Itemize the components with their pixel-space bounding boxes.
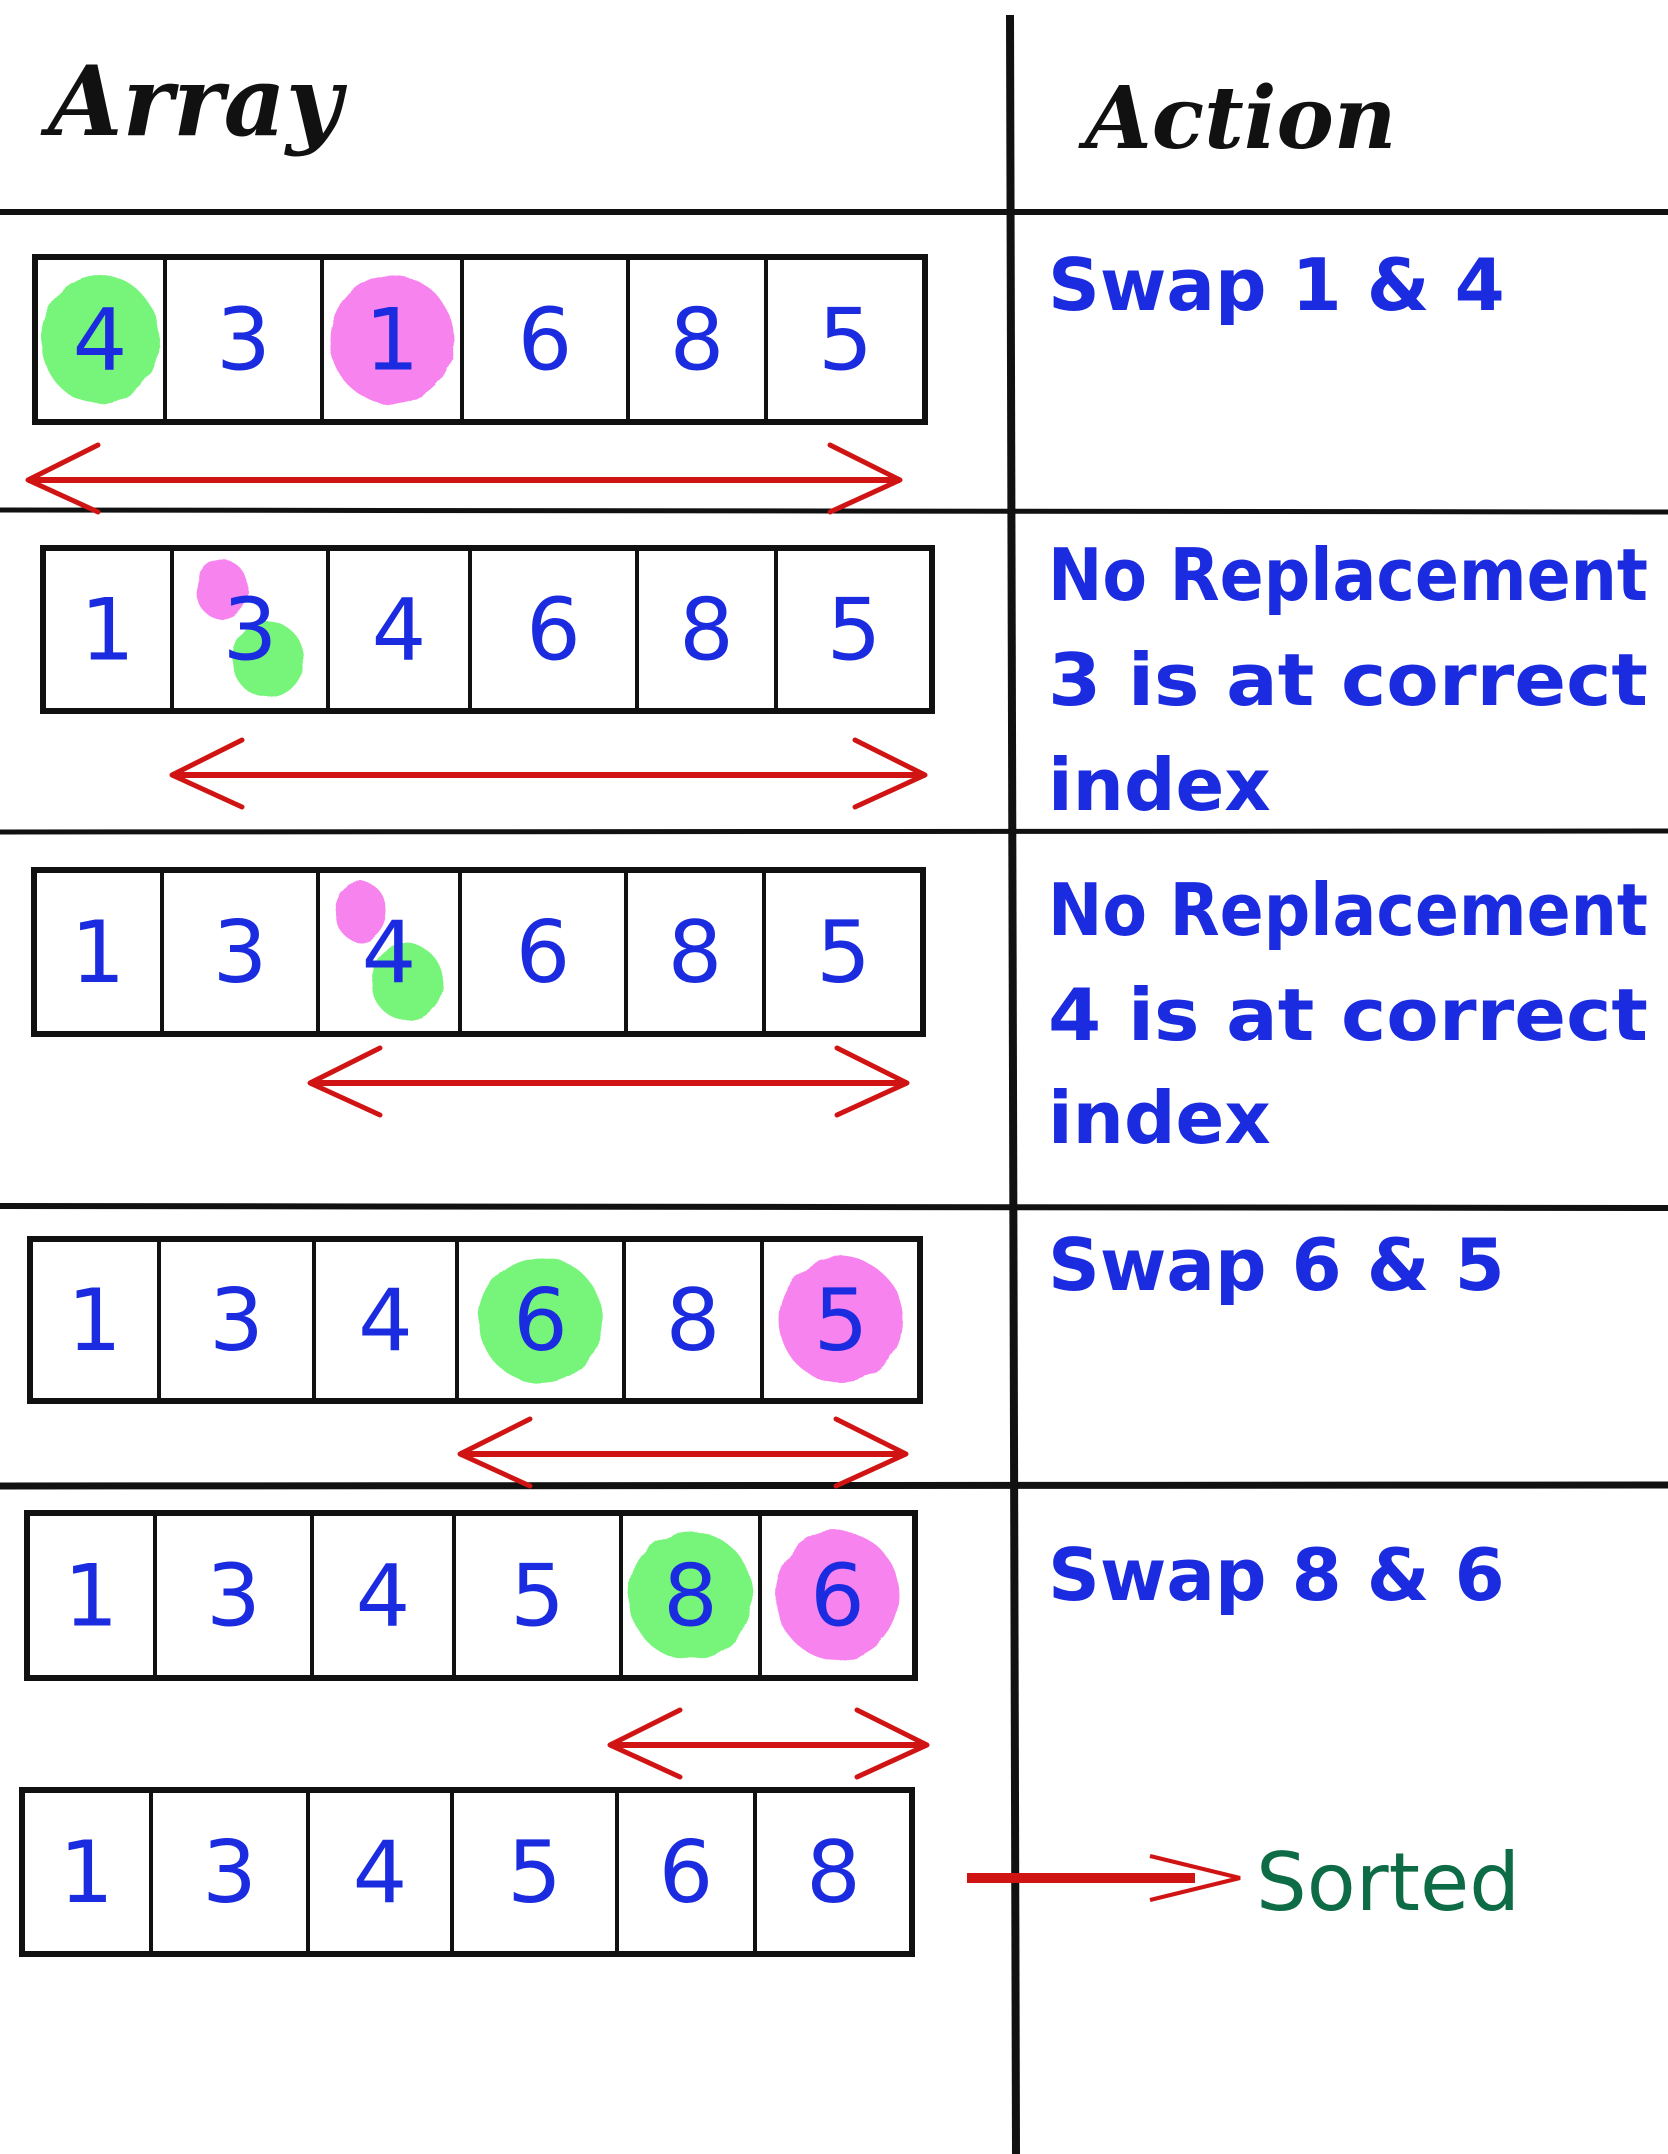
pink-highlight (779, 1257, 903, 1383)
action-header-dot: . (1375, 81, 1389, 128)
arrow-head-right (854, 1707, 930, 1780)
pink-highlight (335, 882, 387, 942)
row-divider (0, 1203, 1668, 1211)
array-cell-value: 5 (818, 291, 873, 391)
action-text: index (1048, 1076, 1271, 1160)
action-text: 4 is at correct (1048, 973, 1648, 1057)
arrow-head-left (607, 1707, 683, 1780)
action-text: No Replacement (1048, 868, 1648, 952)
column-divider (1006, 14, 1020, 2154)
array-cell-value: 3 (223, 581, 278, 681)
array-cell-value: 5 (507, 1823, 562, 1923)
array-cell-value: 6 (516, 903, 571, 1003)
green-highlight (371, 944, 443, 1020)
array-box (27, 1236, 923, 1404)
action-header: Action (1078, 68, 1396, 169)
pink-highlight (330, 275, 454, 404)
green-highlight (478, 1257, 603, 1383)
array-cell-value: 8 (806, 1823, 861, 1923)
array-cell-value: 3 (209, 1271, 264, 1371)
array-cell-value: 5 (816, 903, 871, 1003)
array-cell-value: 4 (356, 1547, 411, 1647)
row-divider (0, 828, 1668, 835)
array-cell-value: 8 (670, 291, 725, 391)
action-text: index (1048, 743, 1271, 827)
array-cell-value: 4 (372, 581, 427, 681)
array-cell-value: 5 (814, 1271, 869, 1371)
arrow-head-right (1149, 1854, 1241, 1902)
arrow-head-right (834, 1045, 910, 1118)
array-cell-value: 3 (213, 903, 268, 1003)
arrow-head-left (457, 1416, 533, 1489)
arrow-head-left (307, 1045, 383, 1118)
array-cell-value: 1 (64, 1547, 119, 1647)
action-text: 3 is at correct (1048, 638, 1648, 722)
array-cell-value: 8 (679, 581, 734, 681)
green-highlight (41, 275, 159, 404)
action-text: No Replacement (1048, 533, 1648, 617)
pink-highlight (775, 1531, 900, 1660)
arrow-head-right (852, 737, 928, 810)
array-cell-value: 6 (513, 1271, 568, 1371)
array-cell-value: 3 (202, 1823, 257, 1923)
array-cell-value: 5 (510, 1547, 565, 1647)
array-cell-value: 1 (71, 903, 126, 1003)
array-cell-value: 4 (362, 903, 417, 1003)
array-cell-value: 6 (659, 1823, 714, 1923)
array-box (24, 1510, 918, 1681)
array-cell-value: 8 (663, 1547, 718, 1647)
array-cell-value: 6 (526, 581, 581, 681)
array-cell-value: 5 (827, 581, 882, 681)
array-cell-value: 4 (358, 1271, 413, 1371)
array-cell-value: 8 (668, 903, 723, 1003)
green-highlight (628, 1531, 753, 1660)
array-cell-value: 6 (518, 291, 573, 391)
arrow-head-left (169, 737, 245, 810)
pink-highlight (196, 559, 248, 620)
arrow-head-right (827, 442, 903, 515)
array-cell-value: 1 (80, 581, 135, 681)
array-box (19, 1787, 915, 1957)
array-cell-value: 1 (365, 291, 420, 391)
arrow-head-left (25, 442, 101, 515)
array-cell-value: 3 (216, 291, 271, 391)
array-box (32, 254, 928, 425)
array-cell-value: 4 (353, 1823, 408, 1923)
array-box (40, 545, 935, 714)
sorted-label: Sorted (1256, 1836, 1520, 1929)
array-cell-value: 3 (206, 1547, 261, 1647)
action-text: Swap 8 & 6 (1048, 1533, 1505, 1617)
action-text: Swap 6 & 5 (1048, 1223, 1505, 1307)
array-cell-value: 1 (59, 1823, 114, 1923)
green-highlight (232, 621, 304, 698)
array-header: Array (40, 45, 348, 158)
array-cell-value: 6 (810, 1547, 865, 1647)
array-cell-value: 8 (666, 1271, 721, 1371)
array-cell-value: 4 (73, 291, 128, 391)
array-cell-value: 1 (67, 1271, 122, 1371)
action-text: Swap 1 & 4 (1048, 243, 1505, 327)
array-box (31, 867, 926, 1037)
arrow-head-right (833, 1416, 909, 1489)
